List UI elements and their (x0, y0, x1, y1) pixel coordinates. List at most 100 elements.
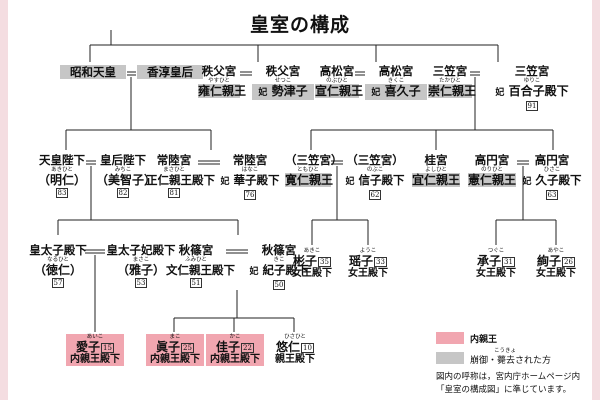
chichibu-husband-name: 雍仁親王 (198, 84, 247, 98)
akiko-name: 彬子 (293, 254, 318, 268)
chichibu-husband-reading: やすひと (208, 78, 230, 84)
akishino-husband-reading: ふみひと (185, 257, 207, 263)
aiko-name: 愛子 (76, 340, 101, 354)
node-crown-prince: 皇太子殿下 なるひと （徳仁） 57 (28, 243, 88, 288)
katsura-reading: よしひと (425, 167, 447, 173)
mikasa-wife-reading: ゆりこ (523, 78, 541, 84)
tsuguko-age: 31 (502, 256, 515, 267)
node-tomohito-wife: （三笠宮） のぶこ 妃 信子殿下 62 (343, 153, 407, 200)
chichibu-wife-prefix: 妃 (258, 88, 268, 98)
takamatsu-husband-title: 高松宮 (319, 64, 355, 78)
hisahito-name: 悠仁 (276, 340, 301, 354)
akishino-husband-age: 51 (189, 278, 203, 288)
node-katsura: 桂宮 よしひと 宜仁親王 (412, 153, 460, 187)
node-hitachi-wife: 常陸宮 はなこ 妃 華子殿下 76 (220, 153, 280, 200)
akishino-wife-age: 50 (272, 280, 286, 290)
hitachi-wife-prefix: 妃 (220, 177, 230, 187)
takamatsu-husband-reading: のぶひと (326, 78, 348, 84)
crown-princess-reading: まさこ (132, 257, 150, 263)
mikasa-wife-name-row: 妃 百合子殿下 (480, 84, 584, 100)
hitachi-husband-name: 正仁親王殿下 (146, 173, 215, 187)
node-takamatsu-husband: 高松宮 のぶひと 宣仁親王 (315, 64, 363, 98)
yoko-age: 33 (374, 256, 387, 267)
ayako-age: 26 (562, 256, 575, 267)
chichibu-wife-name-row: 妃 勢津子 (252, 84, 314, 100)
legend-gray-swatch (436, 352, 464, 364)
emperor-reading: あきひと (51, 167, 73, 173)
tomohito-name: 寛仁親王 (285, 173, 334, 187)
tomohito-title: （三笠宮） (285, 153, 343, 167)
aiko-reading: あいこ (86, 334, 104, 340)
mikasa-wife-age: 91 (525, 101, 539, 111)
tsuguko-reading: つぐこ (487, 248, 505, 254)
kako-age: 22 (241, 342, 254, 353)
yoko-title: 女王殿下 (348, 268, 388, 279)
hitachi-husband-reading: まさひと (163, 167, 185, 173)
takamado-husband-name: 憲仁親王 (468, 173, 517, 187)
kako-title: 内親王殿下 (210, 354, 260, 365)
empress-reading: みちこ (114, 167, 132, 173)
takamado-wife-reading: ひさこ (543, 167, 561, 173)
akishino-wife-reading: きこ (273, 257, 285, 263)
akishino-wife-prefix: 妃 (249, 267, 259, 277)
node-akishino-wife: 秋篠宮 きこ 妃 紀子殿下 50 (248, 243, 310, 290)
takamado-husband-title: 高円宮 (474, 153, 510, 167)
tsuguko-name: 承子 (477, 254, 502, 268)
crown-prince-reading: なるひと (47, 257, 69, 263)
emperor-name: （明仁） (38, 173, 87, 187)
takamado-wife-age: 63 (545, 190, 559, 200)
diagram-frame: 皇室の構成 (8, 0, 592, 400)
mikasa-husband-reading: たかひと (439, 78, 461, 84)
mikasa-wife-prefix: 妃 (495, 88, 505, 98)
legend-note-line1: 図内の呼称は，宮内庁ホームページ内 (436, 372, 581, 382)
crown-princess-name: （雅子） (116, 263, 165, 277)
tomohito-wife-reading: のぶこ (366, 167, 384, 173)
yoko-reading: ようこ (359, 248, 377, 254)
akishino-wife-name: 紀子殿下 (262, 263, 309, 277)
legend-pink-swatch (436, 332, 464, 344)
mikasa-wife-title: 三笠宮 (514, 64, 550, 78)
hitachi-wife-name: 華子殿下 (233, 173, 280, 187)
hisahito-age: 10 (301, 342, 314, 353)
takamatsu-wife-title: 高松宮 (378, 64, 414, 78)
crown-princess-title: 皇太子妃殿下 (106, 243, 176, 257)
tsuguko-title: 女王殿下 (476, 268, 516, 279)
tomohito-wife-prefix: 妃 (345, 177, 355, 187)
aiko-age: 15 (101, 342, 114, 353)
crown-prince-age: 57 (51, 278, 65, 288)
emperor-title: 天皇陛下 (39, 153, 85, 167)
node-hitachi-husband: 常陸宮 まさひと 正仁親王殿下 81 (146, 153, 215, 198)
mako-age: 25 (181, 342, 194, 353)
hisahito-reading: ひさひと (284, 334, 306, 340)
node-emperor: 天皇陛下 あきひと （明仁） 83 (38, 153, 86, 198)
mako-title: 内親王殿下 (150, 354, 200, 365)
hitachi-wife-reading: はなこ (241, 167, 259, 173)
mikasa-husband-title: 三笠宮 (432, 64, 468, 78)
ayako-reading: あやこ (547, 248, 565, 254)
hitachi-husband-title: 常陸宮 (156, 153, 192, 167)
akishino-husband-title: 秋篠宮 (178, 243, 214, 257)
empress-name: （美智子） (96, 173, 157, 187)
node-kojun-empress: 香淳皇后 (137, 65, 203, 79)
akiko-title: 女王殿下 (292, 268, 332, 279)
aiko-title: 内親王殿下 (70, 354, 120, 365)
takamatsu-wife-prefix: 妃 (371, 88, 381, 98)
takamado-wife-name-row: 妃 久子殿下 (520, 173, 584, 189)
takamado-wife-name: 久子殿下 (535, 173, 582, 187)
diagram-title: 皇室の構成 (249, 14, 350, 36)
empress-age: 82 (116, 188, 130, 198)
node-takamado-wife: 高円宮 ひさこ 妃 久子殿下 63 (520, 153, 584, 200)
emperor-age: 83 (55, 188, 69, 198)
takamado-wife-prefix: 妃 (522, 177, 532, 187)
empress-title: 皇后陛下 (100, 153, 146, 167)
